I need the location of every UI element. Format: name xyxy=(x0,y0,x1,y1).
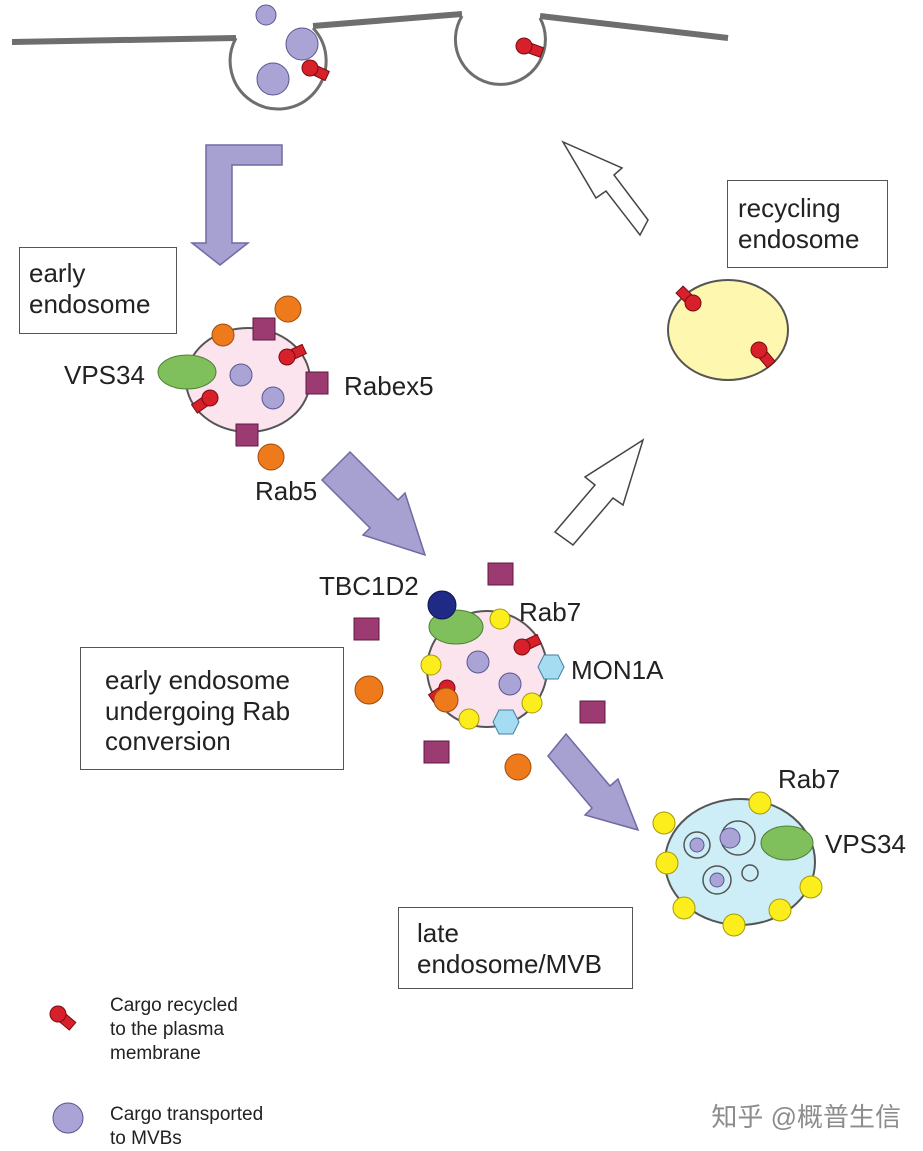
recycling-endosome-box: recycling endosome xyxy=(727,180,888,268)
legend-recycled-text: Cargo recycled to the plasma membrane xyxy=(110,995,238,1064)
late-endosome-text: late endosome/MVB xyxy=(417,918,602,979)
late-endosome-mvb xyxy=(652,791,823,937)
maturation-arrow-1 xyxy=(320,450,427,557)
label-tbc1d2: TBC1D2 xyxy=(319,571,419,601)
label-mon1a: MON1A xyxy=(571,655,664,685)
early-endosome xyxy=(157,295,329,471)
rab-conversion-text: early endosome undergoing Rab conversion xyxy=(105,665,291,757)
legend-purple-cargo-icon xyxy=(52,1102,84,1134)
free-rab-factors xyxy=(353,562,606,781)
late-endosome-box: late endosome/MVB xyxy=(398,907,633,989)
label-rab7-late: Rab7 xyxy=(778,764,841,794)
legend-transported-text: Cargo transported to MVBs xyxy=(110,1104,264,1149)
recycling-arrow-lower xyxy=(553,438,645,547)
recycling-arrow-upper xyxy=(561,140,649,237)
rab-conversion-endosome xyxy=(420,590,565,735)
label-rab5: Rab5 xyxy=(255,476,318,506)
watermark: 知乎 @概普生信 xyxy=(711,1102,901,1132)
label-vps34-late: VPS34 xyxy=(825,829,906,859)
label-rab7-mid: Rab7 xyxy=(519,597,582,627)
early-endosome-text: early endosome xyxy=(29,258,151,319)
plasma-membrane xyxy=(11,11,729,111)
recycling-endosome-text: recycling endosome xyxy=(738,193,860,254)
label-vps34-early: VPS34 xyxy=(64,360,145,390)
endocytosis-arrow xyxy=(189,144,283,266)
early-endosome-box: early endosome xyxy=(19,247,177,334)
rab-conversion-box: early endosome undergoing Rab conversion xyxy=(80,647,344,770)
maturation-arrow-2 xyxy=(547,732,640,832)
recycling-endosome xyxy=(667,279,789,381)
membrane-cargo xyxy=(255,4,546,96)
legend-red-cargo-icon xyxy=(46,1002,79,1033)
label-rabex5: Rabex5 xyxy=(344,371,434,401)
